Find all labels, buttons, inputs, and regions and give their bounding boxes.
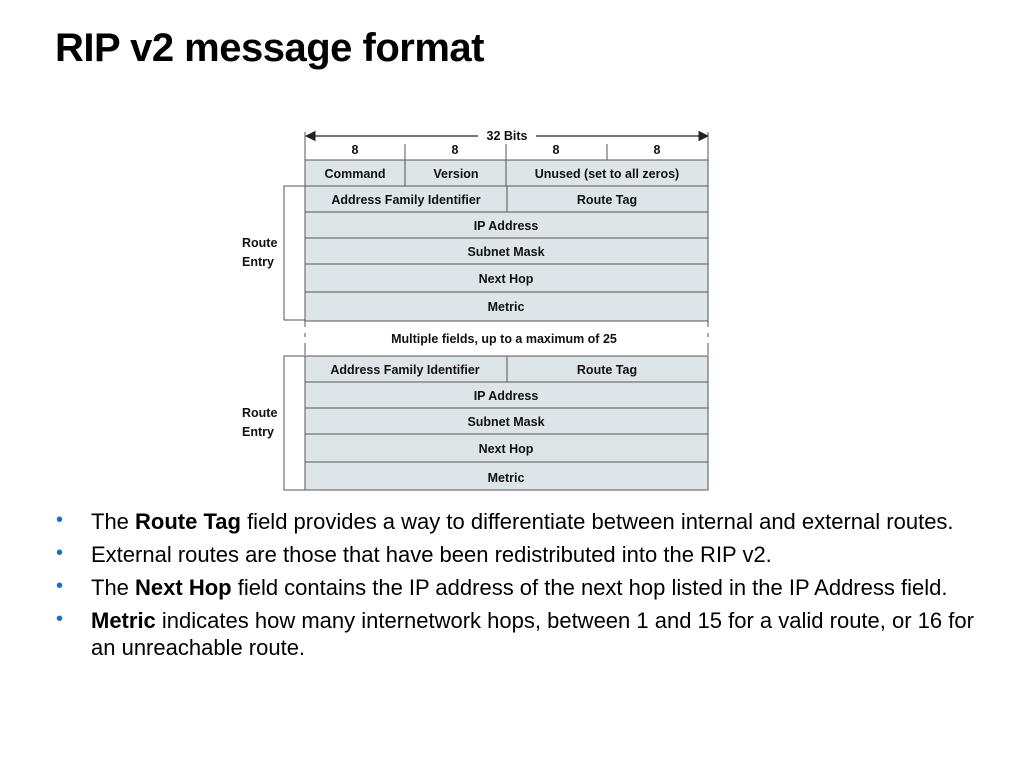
bullet-icon: • xyxy=(56,575,64,597)
separator-row: Multiple fields, up to a maximum of 25 xyxy=(304,321,709,355)
width-label: 32 Bits xyxy=(487,129,528,143)
unused-label: Unused (set to all zeros) xyxy=(535,167,679,181)
bullet-item-metric: •Metric indicates how many internetwork … xyxy=(56,608,974,660)
bullet-icon: • xyxy=(56,509,64,531)
bullet-item-route-tag: •The Route Tag field provides a way to d… xyxy=(56,509,954,534)
metric-field-2: Metric xyxy=(488,471,525,485)
ip-address-field-1: IP Address xyxy=(474,219,539,233)
metric-field-1: Metric xyxy=(488,300,525,314)
bullet-icon: • xyxy=(56,608,64,630)
next-hop-field-2: Next Hop xyxy=(479,442,534,456)
rip-message-format-diagram: 32 Bits 8 8 8 8 Command Version Unused (… xyxy=(242,128,710,491)
octet-4: 8 xyxy=(654,143,661,157)
bullet-bold-term: Metric xyxy=(91,608,156,633)
route-entry-1-label-line1: Route xyxy=(242,236,277,250)
route-entry-1: Route Entry Address Family Identifier Ro… xyxy=(242,185,709,322)
header-row: Command Version Unused (set to all zeros… xyxy=(304,159,709,187)
command-label: Command xyxy=(324,167,385,181)
afi-field-2: Address Family Identifier xyxy=(330,363,479,377)
command-cell xyxy=(304,159,406,187)
octet-row: 8 8 8 8 xyxy=(304,132,709,160)
version-label: Version xyxy=(433,167,478,181)
page-title: RIP v2 message format xyxy=(55,26,484,70)
ip-address-field-2: IP Address xyxy=(474,389,539,403)
subnet-mask-field-2: Subnet Mask xyxy=(467,415,544,429)
route-entry-2-label-line1: Route xyxy=(242,406,277,420)
route-entry-1-label-line2: Entry xyxy=(242,255,274,269)
afi-field-1: Address Family Identifier xyxy=(331,193,480,207)
route-tag-field-1: Route Tag xyxy=(577,193,637,207)
octet-3: 8 xyxy=(553,143,560,157)
next-hop-field-1: Next Hop xyxy=(479,272,534,286)
separator-label: Multiple fields, up to a maximum of 25 xyxy=(391,332,617,346)
subnet-mask-field-1: Subnet Mask xyxy=(467,245,544,259)
bullet-bold-term: Next Hop xyxy=(135,575,232,600)
octet-1: 8 xyxy=(352,143,359,157)
bullet-bold-term: Route Tag xyxy=(135,509,241,534)
route-entry-2: Route Entry Address Family Identifier Ro… xyxy=(242,355,709,491)
version-cell xyxy=(404,159,507,187)
route-entry-2-label-line2: Entry xyxy=(242,425,274,439)
route-tag-field-2: Route Tag xyxy=(577,363,637,377)
bullet-icon: • xyxy=(56,542,64,564)
octet-2: 8 xyxy=(452,143,459,157)
bullet-list: •The Route Tag field provides a way to d… xyxy=(54,508,974,667)
bullet-item-external-routes: •External routes are those that have bee… xyxy=(56,542,772,567)
bullet-item-next-hop: •The Next Hop field contains the IP addr… xyxy=(56,575,948,600)
